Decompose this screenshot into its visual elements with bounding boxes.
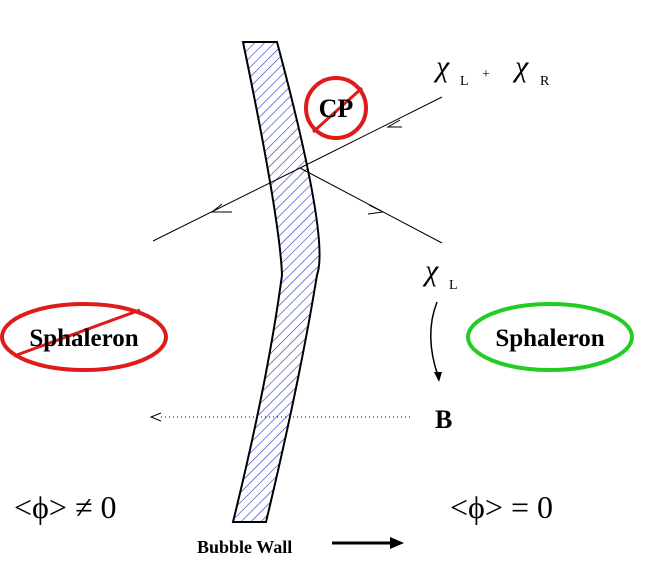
chi-l-transmitted-subscript: L	[449, 278, 458, 293]
cp-forbidden-circle	[304, 76, 368, 140]
cp-strike-line	[311, 86, 364, 134]
plus-sign: +	[482, 67, 490, 82]
incoming-arrow-icon	[386, 119, 402, 128]
cp-label: CP	[319, 94, 354, 123]
chi-l-symbol: χ	[433, 50, 450, 83]
reflected-particle-line	[152, 167, 301, 242]
phi-broken-label: <ϕ> ≠ 0	[14, 489, 117, 525]
chi-r-symbol: χ	[512, 50, 529, 83]
conversion-arrowhead-icon	[434, 372, 442, 382]
sphaleron-left-label: Sphaleron	[29, 325, 138, 352]
diffusion-arrow-icon	[149, 412, 162, 422]
wall-motion-arrowhead-icon	[390, 537, 404, 549]
sphaleron-right-ellipse	[466, 302, 634, 372]
phi-symmetric-label: <ϕ> = 0	[450, 489, 553, 525]
transmitted-arrow-icon	[367, 204, 385, 215]
conversion-arrow	[430, 301, 439, 377]
chi-r-subscript: R	[540, 74, 550, 89]
chi-l-transmitted-symbol: χ	[422, 254, 439, 287]
b-label: B	[435, 405, 452, 434]
bubble-wall-band	[231, 41, 321, 523]
incoming-particle-line	[299, 96, 443, 169]
sphaleron-right-label: Sphaleron	[495, 325, 604, 352]
reflected-arrow-icon	[210, 203, 232, 213]
bubble-wall-caption: Bubble Wall	[197, 537, 292, 557]
sphaleron-left-ellipse	[0, 302, 168, 372]
chi-l-subscript: L	[460, 74, 469, 89]
sphaleron-left-strike-line	[13, 308, 141, 358]
